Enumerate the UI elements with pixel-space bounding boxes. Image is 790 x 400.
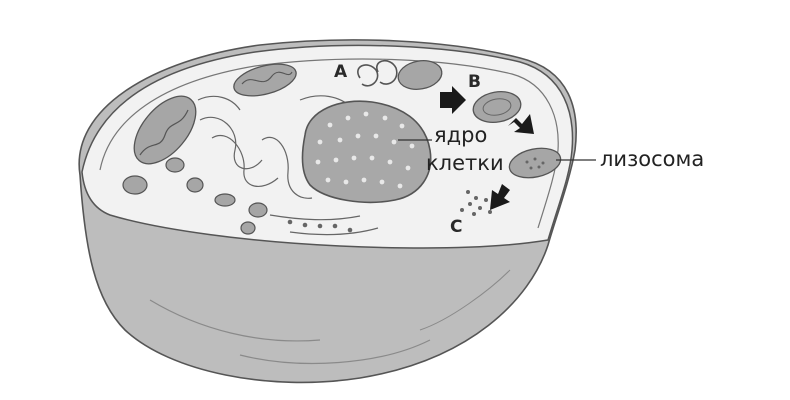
cell-nucleus	[301, 100, 432, 204]
dispersed-particles	[460, 190, 492, 216]
vesicle	[214, 193, 236, 207]
body-fold	[239, 339, 431, 364]
golgi-apparatus	[376, 60, 398, 85]
arrow-b-to-lysosome-icon	[508, 114, 534, 134]
nucleus-pores	[315, 111, 415, 189]
label-b: B	[468, 72, 481, 92]
mitochondrion-cristae	[241, 71, 293, 85]
vesicle-b-inner	[482, 98, 512, 116]
lysosome-label: лизосома	[600, 147, 704, 171]
ribosome	[287, 219, 293, 225]
vesicle	[122, 175, 148, 195]
endoplasmic-reticulum	[269, 214, 361, 221]
body-fold	[149, 299, 321, 342]
nucleus-label-line1: ядро	[434, 123, 487, 147]
lysosome-granules	[525, 157, 545, 170]
endoplasmic-reticulum	[197, 95, 241, 111]
endoplasmic-reticulum	[289, 227, 379, 236]
arrow-a-to-b-icon	[440, 86, 466, 114]
mitochondrion-cristae	[139, 109, 189, 156]
ribosome	[302, 222, 308, 228]
lysosome	[508, 147, 562, 179]
ribosome	[317, 223, 323, 229]
vesicle	[165, 157, 185, 173]
label-c: C	[450, 217, 462, 237]
label-a: A	[334, 62, 348, 82]
body-fold	[419, 269, 511, 331]
golgi-vesicle	[397, 60, 443, 90]
endoplasmic-reticulum	[261, 137, 313, 199]
vesicle	[240, 221, 256, 235]
ribosome	[332, 223, 338, 229]
golgi-apparatus	[357, 64, 379, 87]
inner-membrane	[99, 58, 559, 229]
arrow-lysosome-to-c-icon	[490, 184, 510, 210]
nucleus-label-line2: клетки	[426, 151, 504, 175]
endoplasmic-reticulum	[199, 116, 263, 170]
vesicle	[248, 202, 268, 218]
endoplasmic-reticulum	[211, 135, 279, 187]
vesicle-b	[472, 91, 522, 123]
ribosome	[347, 227, 353, 233]
vesicle	[186, 177, 204, 193]
